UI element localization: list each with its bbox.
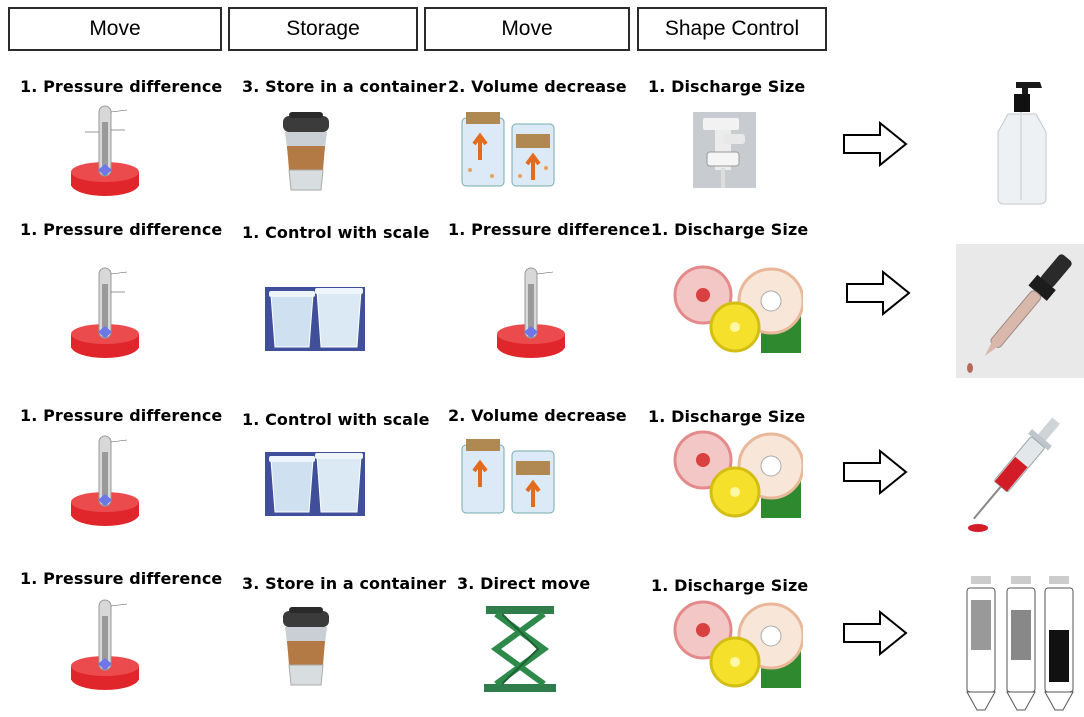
coffee-cup-icon [275, 112, 337, 194]
header-label: Move [501, 17, 553, 40]
header-label: Shape Control [664, 17, 800, 40]
row1-move-label: 1. Pressure difference [20, 77, 223, 96]
dropper-icon [956, 244, 1084, 378]
header-move-2: Move [424, 7, 630, 51]
scissor-lift-icon [480, 602, 560, 694]
volume-jar-icon [460, 110, 556, 190]
row3-move2-label: 2. Volume decrease [448, 406, 627, 425]
syringe-icon [958, 405, 1068, 540]
row2-move-label: 1. Pressure difference [20, 220, 223, 239]
row3-move-label: 1. Pressure difference [20, 406, 223, 425]
header-label: Storage [286, 17, 360, 40]
right-arrow-icon [842, 121, 908, 167]
header-move-1: Move [8, 7, 222, 51]
row4-storage-label: 3. Store in a container [242, 574, 447, 593]
header-storage: Storage [228, 7, 418, 51]
row2-shape-label: 1. Discharge Size [651, 220, 809, 239]
right-arrow-icon [845, 270, 911, 316]
row2-move2-label: 1. Pressure difference [448, 220, 651, 239]
row1-shape-label: 1. Discharge Size [648, 77, 806, 96]
barometer-icon [65, 594, 155, 696]
measuring-cups-icon [265, 452, 365, 516]
barometer-icon [491, 262, 581, 364]
right-arrow-icon [842, 610, 908, 656]
row4-move-label: 1. Pressure difference [20, 569, 223, 588]
discharge-rings-icon [673, 430, 803, 518]
header-label: Move [89, 17, 141, 40]
row3-storage-label: 1. Control with scale [242, 410, 430, 429]
barometer-icon [65, 100, 155, 202]
row1-storage-label: 3. Store in a container [242, 77, 447, 96]
pump-head-icon [693, 112, 756, 188]
barometer-icon [65, 430, 155, 532]
volume-jar-icon [460, 437, 556, 517]
coffee-cup-icon [275, 607, 337, 689]
barometer-icon [65, 262, 155, 364]
pump-bottle-icon [992, 80, 1052, 205]
header-shape-control: Shape Control [637, 7, 827, 51]
right-arrow-icon [842, 449, 908, 495]
row1-move2-label: 2. Volume decrease [448, 77, 627, 96]
row3-shape-label: 1. Discharge Size [648, 407, 806, 426]
measuring-cups-icon [265, 287, 365, 351]
discharge-rings-icon [673, 600, 803, 688]
row4-move2-label: 3. Direct move [457, 574, 591, 593]
row2-storage-label: 1. Control with scale [242, 223, 430, 242]
discharge-rings-icon [673, 265, 803, 353]
row4-shape-label: 1. Discharge Size [651, 576, 809, 595]
pen-mechanism-icon [953, 570, 1081, 715]
